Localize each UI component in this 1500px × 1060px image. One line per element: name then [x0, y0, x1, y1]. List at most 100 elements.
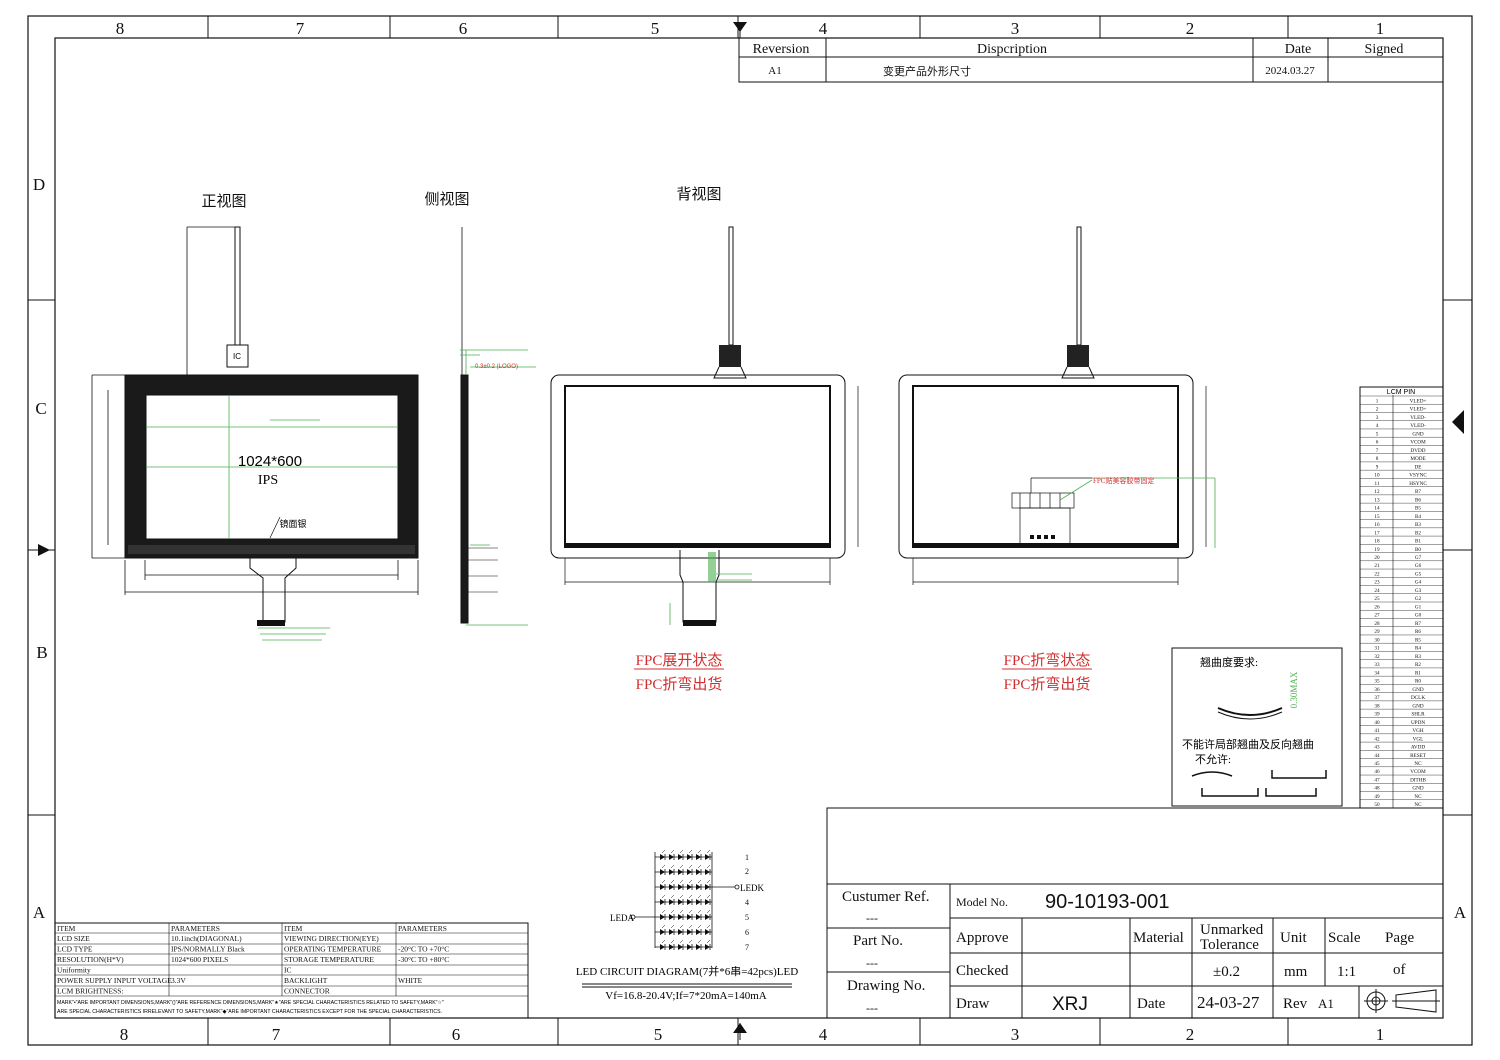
- pin-signal: G0: [1415, 613, 1422, 619]
- draw-value: XRJ: [1052, 994, 1088, 1015]
- warpage-box: 翘曲度要求: 0.30MAX 不能许局部翘曲及反向翘曲 不允许:: [1171, 647, 1343, 807]
- pin-signal: G6: [1415, 563, 1422, 569]
- led-diode-icon: [660, 899, 665, 905]
- pin-number: 5: [1376, 431, 1379, 437]
- spec-table: ITEM PARAMETERS ITEM PARAMETERS LCD SIZE…: [54, 922, 529, 1019]
- pin-signal: NC: [1414, 761, 1422, 767]
- panel-type-label: IPS: [258, 473, 278, 488]
- pin-number: 20: [1374, 555, 1380, 561]
- led-diode-icon: [705, 884, 710, 890]
- leda-label: LEDA: [610, 913, 634, 923]
- pin-number: 39: [1374, 712, 1380, 718]
- led-emission-icon: [688, 909, 693, 914]
- desc-value: 变更产品外形尺寸: [883, 64, 971, 78]
- ic-label: IC: [233, 352, 241, 361]
- spec-cell: 10.1inch(DIAGONAL): [171, 934, 242, 943]
- side-view: 0.3±0.2 (LOGO): [460, 227, 536, 626]
- led-emission-icon: [697, 909, 702, 914]
- projection-symbol-icon: [1364, 989, 1440, 1013]
- pin-number: 33: [1374, 662, 1380, 668]
- pin-number: 17: [1374, 530, 1380, 536]
- draw-label: Draw: [956, 996, 989, 1012]
- spec-cell: 1024*600 PIXELS: [171, 955, 228, 964]
- led-emission-icon: [706, 939, 711, 944]
- approve-label: Approve: [956, 930, 1009, 946]
- fpc-captions: FPC展开状态 FPC折弯出货 FPC折弯状态 FPC折弯出货: [634, 652, 1092, 693]
- back-view-unfolded: [550, 226, 859, 626]
- pin-signal: UPDN: [1411, 720, 1425, 726]
- pin-signal: R2: [1415, 662, 1421, 668]
- svg-text:PARAMETERS: PARAMETERS: [398, 924, 447, 933]
- led-diode-icon: [696, 884, 701, 890]
- led-emission-icon: [670, 894, 675, 899]
- pin-signal: GND: [1412, 431, 1423, 437]
- page-of-label: of: [1393, 962, 1406, 978]
- led-diode-icon: [660, 929, 665, 935]
- svg-text:6: 6: [452, 1025, 461, 1044]
- led-emission-icon: [697, 894, 702, 899]
- svg-text:3: 3: [1011, 19, 1020, 38]
- led-diode-icon: [696, 854, 701, 860]
- led-diode-icon: [687, 899, 692, 905]
- led-diode-icon: [669, 884, 674, 890]
- led-diode-icon: [705, 944, 710, 950]
- pin-signal: R6: [1415, 629, 1421, 635]
- model-no-label: Model No.: [956, 895, 1008, 909]
- led-diode-icon: [669, 914, 674, 920]
- pin-number: 26: [1374, 604, 1380, 610]
- spec-cell: OPERATING TEMPERATURE: [284, 945, 382, 954]
- pin-number: 18: [1374, 539, 1380, 545]
- svg-text:不能许局部翘曲及反向翘曲: 不能许局部翘曲及反向翘曲: [1182, 737, 1314, 751]
- led-diode-icon: [660, 869, 665, 875]
- spec-cell: CONNECTOR: [284, 987, 330, 996]
- led-emission-icon: [661, 939, 666, 944]
- unit-label: Unit: [1280, 930, 1308, 946]
- spec-cell: BACKLIGHT: [284, 976, 328, 985]
- spec-note-2: ARE SPECIAL CHARACTERISTICS IRRELEVANT T…: [57, 1009, 442, 1015]
- pin-number: 28: [1374, 621, 1380, 627]
- led-diode-icon: [678, 854, 683, 860]
- pin-number: 9: [1376, 464, 1379, 470]
- led-diode-icon: [669, 869, 674, 875]
- pin-number: 10: [1374, 473, 1380, 479]
- led-diode-icon: [660, 914, 665, 920]
- pin-signal: B4: [1415, 514, 1421, 520]
- pin-number: 35: [1374, 679, 1380, 685]
- svg-text:4: 4: [819, 1025, 828, 1044]
- pin-signal: SHLR: [1411, 712, 1425, 718]
- led-diode-icon: [669, 929, 674, 935]
- led-diode-icon: [696, 944, 701, 950]
- pin-number: 31: [1374, 646, 1380, 652]
- led-emission-icon: [706, 849, 711, 854]
- back-view-folded: FPC贴美容胶带固定: [898, 226, 1216, 585]
- spec-cell: LCD SIZE: [57, 934, 90, 943]
- pin-signal: R1: [1415, 670, 1421, 676]
- led-emission-icon: [688, 924, 693, 929]
- led-emission-icon: [670, 924, 675, 929]
- led-emission-icon: [679, 879, 684, 884]
- pin-signal: VLED+: [1410, 398, 1427, 404]
- pin-number: 13: [1374, 497, 1380, 503]
- led-diode-icon: [669, 899, 674, 905]
- pin-signal: VSYNC: [1409, 473, 1427, 479]
- pin-signal: VGL: [1413, 736, 1424, 742]
- checked-label: Checked: [956, 963, 1009, 979]
- unit-value: mm: [1284, 964, 1308, 980]
- pin-number: 49: [1374, 794, 1380, 800]
- pin-number: 46: [1374, 769, 1380, 775]
- pin-number: 32: [1374, 654, 1380, 660]
- pin-number: 12: [1374, 489, 1380, 495]
- svg-text:7: 7: [296, 19, 305, 38]
- signed-header: Signed: [1365, 42, 1404, 57]
- pin-number: 37: [1374, 695, 1380, 701]
- pin-number: 44: [1374, 753, 1380, 759]
- fpc-ship-folded: FPC折弯出货: [1004, 676, 1091, 693]
- center-marks: [34, 22, 1464, 1040]
- revision-table: Reversion Dispcription Date Signed A1 变更…: [738, 37, 1444, 83]
- led-diode-icon: [705, 854, 710, 860]
- front-view: IC 1024*600 IPS 镜面银: [91, 226, 419, 641]
- led-emission-icon: [697, 879, 702, 884]
- svg-text:7: 7: [745, 943, 749, 952]
- led-diode-icon: [705, 899, 710, 905]
- pin-number: 1: [1376, 398, 1379, 404]
